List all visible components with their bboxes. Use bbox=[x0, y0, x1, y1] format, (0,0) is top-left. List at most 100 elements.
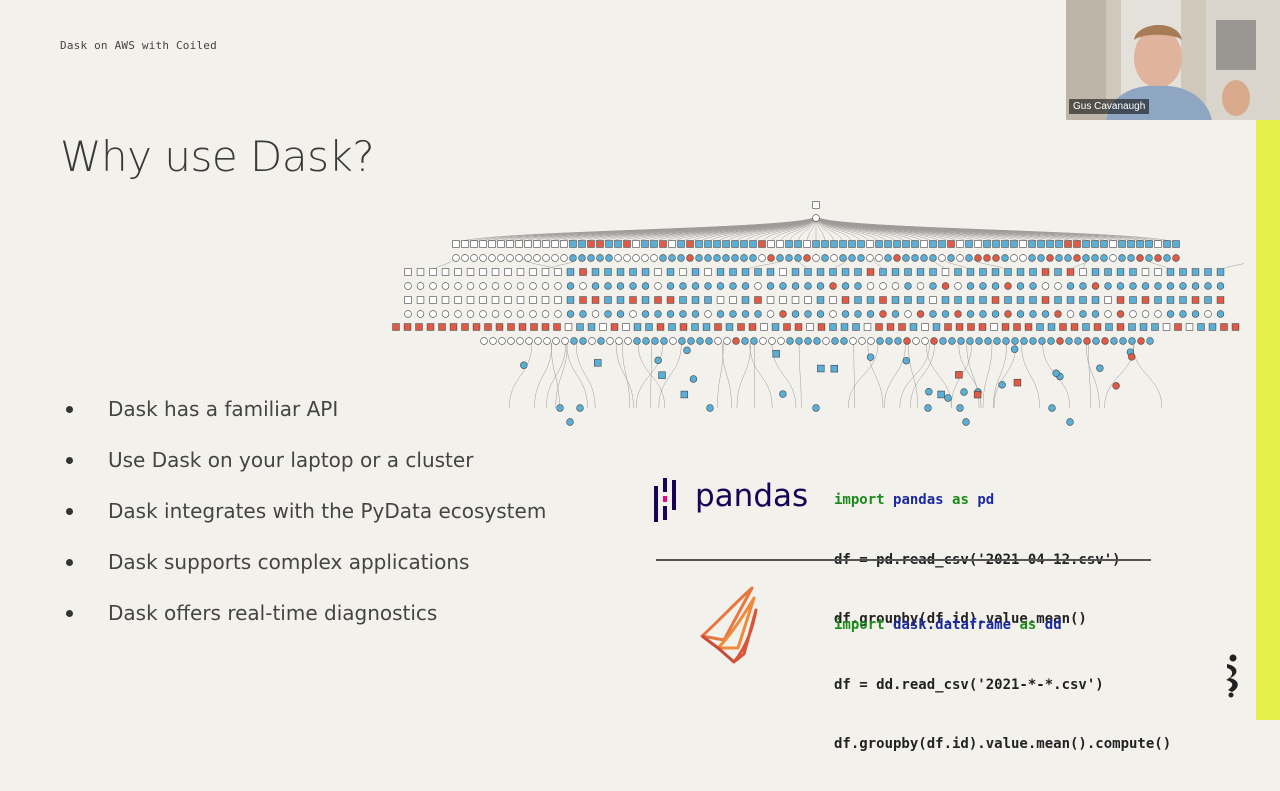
slide-title: Why use Dask? bbox=[60, 132, 374, 181]
accent-bar bbox=[1256, 120, 1280, 720]
graph-node bbox=[1003, 338, 1010, 345]
graph-node bbox=[1217, 311, 1224, 318]
graph-node bbox=[750, 241, 757, 248]
graph-node bbox=[967, 283, 974, 290]
graph-node bbox=[567, 311, 574, 318]
graph-node bbox=[507, 241, 514, 248]
graph-node bbox=[817, 365, 824, 372]
graph-node bbox=[955, 297, 962, 304]
graph-node bbox=[531, 324, 538, 331]
graph-node bbox=[617, 283, 624, 290]
graph-node bbox=[1140, 324, 1147, 331]
graph-node bbox=[471, 241, 478, 248]
graph-node bbox=[692, 269, 699, 276]
graph-node bbox=[481, 338, 488, 345]
graph-node bbox=[393, 324, 400, 331]
graph-node bbox=[813, 215, 820, 222]
graph-node bbox=[1014, 379, 1021, 386]
graph-node bbox=[567, 419, 574, 426]
graph-node bbox=[849, 241, 856, 248]
graph-node bbox=[813, 405, 820, 412]
graph-node bbox=[980, 297, 987, 304]
webcam-feed: Gus Cavanaugh bbox=[1066, 0, 1280, 120]
graph-node bbox=[535, 338, 542, 345]
graph-node bbox=[607, 338, 614, 345]
graph-node bbox=[1163, 324, 1170, 331]
graph-node bbox=[453, 241, 460, 248]
graph-node bbox=[705, 269, 712, 276]
graph-node bbox=[670, 338, 677, 345]
graph-edge bbox=[509, 343, 532, 408]
graph-node bbox=[975, 255, 982, 262]
graph-node bbox=[1119, 241, 1126, 248]
graph-node bbox=[867, 283, 874, 290]
graph-node bbox=[842, 297, 849, 304]
graph-node bbox=[796, 338, 803, 345]
graph-node bbox=[1129, 338, 1136, 345]
graph-node bbox=[442, 311, 449, 318]
graph-edge bbox=[551, 343, 559, 408]
graph-node bbox=[508, 324, 515, 331]
graph-node bbox=[542, 269, 549, 276]
graph-node bbox=[1038, 241, 1045, 248]
graph-node bbox=[530, 283, 537, 290]
graph-node bbox=[795, 255, 802, 262]
graph-node bbox=[1155, 241, 1162, 248]
graph-node bbox=[430, 283, 437, 290]
graph-node bbox=[1005, 269, 1012, 276]
graph-node bbox=[792, 269, 799, 276]
graph-node bbox=[1067, 283, 1074, 290]
graph-node bbox=[492, 283, 499, 290]
graph-node bbox=[980, 269, 987, 276]
graph-node bbox=[1053, 370, 1060, 377]
graph-node bbox=[858, 255, 865, 262]
graph-node bbox=[994, 338, 1001, 345]
graph-edge bbox=[576, 343, 595, 408]
graph-node bbox=[703, 324, 710, 331]
graph-node bbox=[651, 241, 658, 248]
code-line: df.groupby(df.id).value.mean().compute() bbox=[834, 731, 1171, 759]
graph-node bbox=[912, 241, 919, 248]
graph-node bbox=[741, 241, 748, 248]
graph-node bbox=[955, 371, 962, 378]
graph-node bbox=[571, 338, 578, 345]
graph-node bbox=[505, 269, 512, 276]
graph-edge bbox=[1086, 343, 1099, 408]
graph-node bbox=[1167, 283, 1174, 290]
graph-node bbox=[880, 297, 887, 304]
graph-node bbox=[855, 283, 862, 290]
graph-node bbox=[416, 324, 423, 331]
graph-node bbox=[767, 269, 774, 276]
graph-node bbox=[751, 338, 758, 345]
graph-node bbox=[1056, 255, 1063, 262]
graph-node bbox=[1020, 255, 1027, 262]
graph-node bbox=[617, 269, 624, 276]
divider bbox=[656, 559, 1151, 561]
graph-edge bbox=[900, 343, 930, 408]
graph-node bbox=[732, 255, 739, 262]
graph-node bbox=[967, 338, 974, 345]
graph-node bbox=[589, 338, 596, 345]
graph-node bbox=[1017, 269, 1024, 276]
graph-node bbox=[1066, 338, 1073, 345]
graph-node bbox=[840, 255, 847, 262]
graph-node bbox=[634, 324, 641, 331]
graph-edge bbox=[994, 343, 1016, 408]
graph-node bbox=[554, 324, 561, 331]
graph-node bbox=[813, 241, 820, 248]
graph-node bbox=[755, 283, 762, 290]
graph-node bbox=[552, 255, 559, 262]
graph-node bbox=[450, 324, 457, 331]
graph-node bbox=[1067, 419, 1074, 426]
graph-node bbox=[955, 311, 962, 318]
graph-edge bbox=[884, 343, 905, 408]
graph-node bbox=[850, 338, 857, 345]
graph-node bbox=[1011, 255, 1018, 262]
graph-node bbox=[831, 241, 838, 248]
graph-node bbox=[1042, 297, 1049, 304]
graph-node bbox=[1056, 241, 1063, 248]
graph-node bbox=[1106, 324, 1113, 331]
graph-node bbox=[755, 269, 762, 276]
task-graph-diagram bbox=[388, 198, 1244, 434]
graph-node bbox=[442, 283, 449, 290]
